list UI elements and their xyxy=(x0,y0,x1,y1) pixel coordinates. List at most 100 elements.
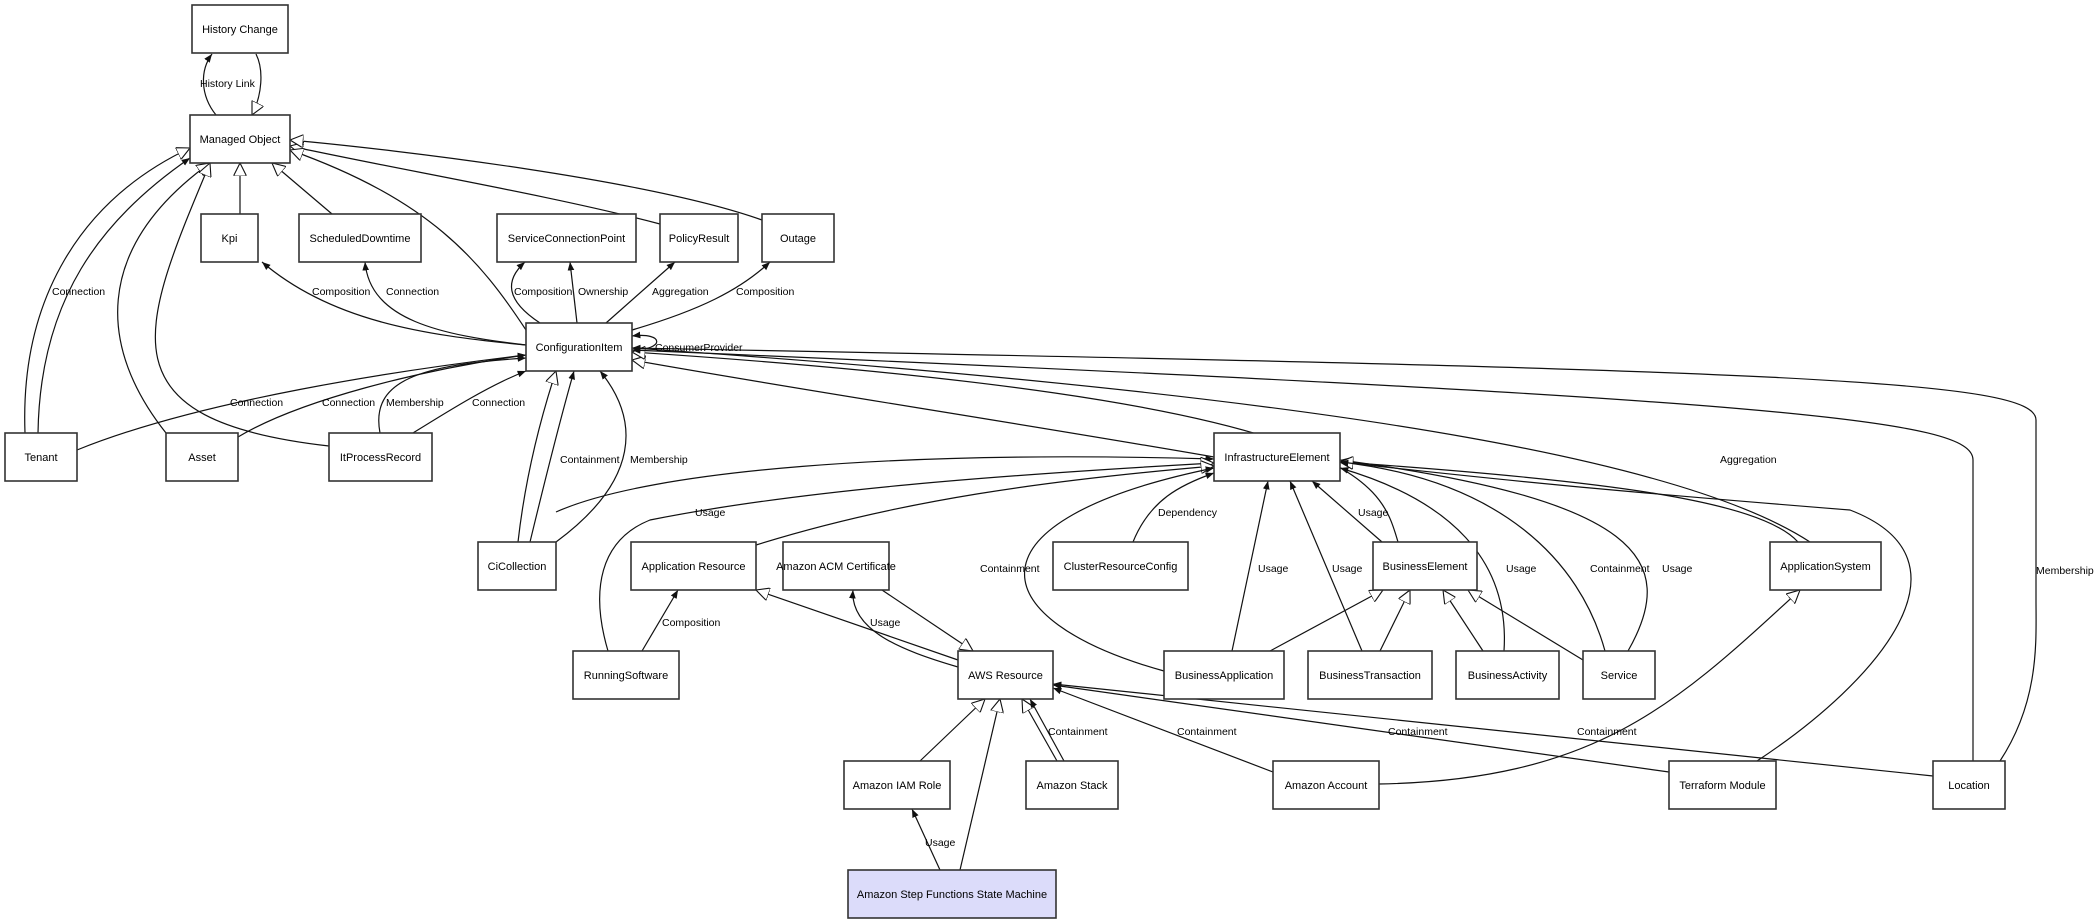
filled-arrow-icon xyxy=(1339,467,1505,652)
node-box[interactable] xyxy=(4,432,78,482)
node-box[interactable] xyxy=(477,541,557,591)
edge-label: Usage xyxy=(1662,563,1693,575)
node-box[interactable] xyxy=(1213,432,1341,482)
inheritance-edge-ci-collection-to-configuration-item xyxy=(517,371,556,543)
association-edge-amazon-stack-to-aws-resource xyxy=(1029,698,1065,762)
node-application-resource[interactable]: Application Resource xyxy=(630,541,757,591)
node-label: Tenant xyxy=(24,452,57,464)
node-box[interactable] xyxy=(1932,760,2006,810)
node-amazon-iam-role[interactable]: Amazon IAM Role xyxy=(843,760,951,810)
node-box[interactable] xyxy=(1668,760,1777,810)
node-configuration-item[interactable]: ConfigurationItem xyxy=(525,322,633,372)
node-application-system[interactable]: ApplicationSystem xyxy=(1769,541,1882,591)
association-edge-amazon-step-functions-state-machine-to-amazon-iam-role xyxy=(911,808,941,871)
node-business-transaction[interactable]: BusinessTransaction xyxy=(1307,650,1433,700)
node-amazon-step-functions-state-machine[interactable]: Amazon Step Functions State Machine xyxy=(847,869,1057,919)
node-box[interactable] xyxy=(1052,541,1189,591)
association-edge-service-to-infrastructure-element xyxy=(1339,457,1648,652)
node-box[interactable] xyxy=(165,432,239,482)
node-amazon-acm-certificate[interactable]: Amazon ACM Certificate xyxy=(776,541,896,591)
hollow-arrow-icon xyxy=(881,589,973,651)
node-label: Amazon Step Functions State Machine xyxy=(857,889,1047,901)
node-scheduled-downtime[interactable]: ScheduledDowntime xyxy=(298,213,422,263)
node-box[interactable] xyxy=(659,213,739,263)
hollow-arrow-icon xyxy=(959,699,1000,871)
node-running-software[interactable]: RunningSoftware xyxy=(572,650,680,700)
node-box[interactable] xyxy=(630,541,757,591)
node-box[interactable] xyxy=(525,322,633,372)
node-box[interactable] xyxy=(957,650,1054,700)
hollow-arrow-icon xyxy=(1269,590,1383,652)
node-ci-collection[interactable]: CiCollection xyxy=(477,541,557,591)
filled-arrow-icon xyxy=(76,352,527,451)
association-edge-business-application-to-infrastructure-element xyxy=(1024,466,1215,672)
node-location[interactable]: Location xyxy=(1932,760,2006,810)
node-box[interactable] xyxy=(189,114,291,164)
filled-arrow-icon xyxy=(911,808,941,871)
node-asset[interactable]: Asset xyxy=(165,432,239,482)
inheritance-edge-configuration-item-to-managed-object xyxy=(290,150,527,331)
node-box[interactable] xyxy=(1025,760,1119,810)
hollow-arrow-icon xyxy=(756,590,959,661)
node-label: BusinessApplication xyxy=(1175,670,1273,682)
node-history-change[interactable]: History Change xyxy=(191,4,289,54)
hollow-arrow-icon xyxy=(272,163,333,215)
node-box[interactable] xyxy=(1307,650,1433,700)
node-box[interactable] xyxy=(1769,541,1882,591)
node-box[interactable] xyxy=(572,650,680,700)
association-edge-ci-collection-to-configuration-item xyxy=(555,370,627,543)
node-it-process-record[interactable]: ItProcessRecord xyxy=(328,432,433,482)
node-box[interactable] xyxy=(496,213,637,263)
node-terraform-module[interactable]: Terraform Module xyxy=(1668,760,1777,810)
node-box[interactable] xyxy=(200,213,259,263)
node-label: ClusterResourceConfig xyxy=(1064,561,1178,573)
inheritance-edge-aws-resource-to-application-resource xyxy=(756,590,959,661)
inheritance-edge-amazon-step-functions-state-machine-to-aws-resource xyxy=(959,699,1000,871)
node-box[interactable] xyxy=(328,432,433,482)
node-box[interactable] xyxy=(843,760,951,810)
node-box[interactable] xyxy=(191,4,289,54)
association-edge-configuration-item-to-outage xyxy=(631,261,771,331)
association-edge-configuration-item-to-scheduled-downtime xyxy=(362,261,527,346)
node-box[interactable] xyxy=(847,869,1057,919)
inheritance-edge-service-to-business-element xyxy=(1468,590,1584,661)
node-infrastructure-element[interactable]: InfrastructureElement xyxy=(1213,432,1341,482)
node-business-element[interactable]: BusinessElement xyxy=(1372,541,1478,591)
filled-arrow-icon xyxy=(849,589,959,668)
node-label: InfrastructureElement xyxy=(1224,452,1329,464)
node-box[interactable] xyxy=(1372,541,1478,591)
filled-arrow-icon xyxy=(605,261,676,324)
association-edge-configuration-item-to-service-connection-point xyxy=(567,261,578,324)
node-box[interactable] xyxy=(1163,650,1285,700)
node-box[interactable] xyxy=(782,541,890,591)
node-box[interactable] xyxy=(1582,650,1656,700)
edge-label: Connection xyxy=(52,286,105,298)
node-label: Service xyxy=(1601,670,1638,682)
node-business-application[interactable]: BusinessApplication xyxy=(1163,650,1285,700)
node-amazon-stack[interactable]: Amazon Stack xyxy=(1025,760,1119,810)
node-box[interactable] xyxy=(761,213,835,263)
node-box[interactable] xyxy=(1455,650,1560,700)
node-service[interactable]: Service xyxy=(1582,650,1656,700)
filled-arrow-icon xyxy=(37,157,191,434)
node-tenant[interactable]: Tenant xyxy=(4,432,78,482)
node-box[interactable] xyxy=(1272,760,1380,810)
node-kpi[interactable]: Kpi xyxy=(200,213,259,263)
node-business-activity[interactable]: BusinessActivity xyxy=(1455,650,1560,700)
node-outage[interactable]: Outage xyxy=(761,213,835,263)
node-managed-object[interactable]: Managed Object xyxy=(189,114,291,164)
node-box[interactable] xyxy=(298,213,422,263)
node-label: Amazon ACM Certificate xyxy=(776,561,896,573)
filled-arrow-icon xyxy=(261,261,527,346)
node-label: Location xyxy=(1948,780,1990,792)
node-service-connection-point[interactable]: ServiceConnectionPoint xyxy=(496,213,637,263)
hollow-arrow-icon xyxy=(252,53,261,115)
filled-arrow-icon xyxy=(362,261,527,346)
filled-arrow-icon xyxy=(529,370,575,543)
edge-label: Dependency xyxy=(1158,507,1218,519)
node-policy-result[interactable]: PolicyResult xyxy=(659,213,739,263)
edge-label: Containment xyxy=(1590,563,1650,575)
node-amazon-account[interactable]: Amazon Account xyxy=(1272,760,1380,810)
node-aws-resource[interactable]: AWS Resource xyxy=(957,650,1054,700)
node-cluster-resource-config[interactable]: ClusterResourceConfig xyxy=(1052,541,1189,591)
